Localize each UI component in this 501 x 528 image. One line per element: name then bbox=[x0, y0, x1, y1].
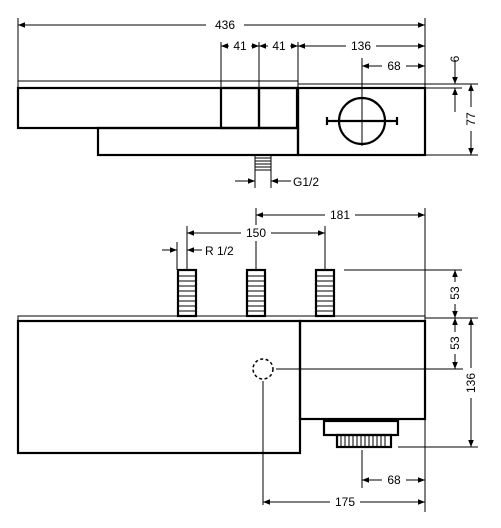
front-right-housing bbox=[298, 319, 427, 421]
top-view: 436 41 41 136 68 bbox=[16, 17, 479, 189]
dim-span-181: 181 bbox=[330, 208, 350, 222]
dim-total-width: 436 bbox=[215, 18, 235, 32]
front-view: 181 150 R 1/2 bbox=[16, 207, 479, 512]
knob-left bbox=[219, 86, 261, 130]
inlet-pipe-right bbox=[314, 268, 336, 318]
dim-total-height: 136 bbox=[464, 373, 478, 393]
dim-pipe-height: 53 bbox=[448, 286, 462, 300]
dim-knob-right: 41 bbox=[272, 39, 286, 53]
knob-right bbox=[257, 86, 299, 130]
hidden-outlet-circle bbox=[252, 358, 274, 380]
dim-knob-left: 41 bbox=[233, 39, 247, 53]
right-housing bbox=[296, 86, 427, 157]
dim-span-150: 150 bbox=[246, 226, 266, 240]
body-upper bbox=[16, 86, 300, 130]
inlet-pipe-center bbox=[245, 268, 267, 318]
dim-upper-height: 53 bbox=[448, 336, 462, 350]
bottom-connector bbox=[254, 154, 272, 188]
bottom-knob bbox=[322, 419, 400, 449]
dim-thread-label: G1/2 bbox=[293, 175, 319, 189]
dim-bottom-offset: 68 bbox=[387, 473, 401, 487]
dim-top-strip: 6 bbox=[448, 55, 462, 62]
dim-thread-label: R 1/2 bbox=[205, 244, 234, 258]
inlet-pipe-left bbox=[176, 268, 198, 318]
dim-right-section: 136 bbox=[351, 39, 371, 53]
dim-circle-to-right: 175 bbox=[335, 495, 355, 509]
dim-height: 77 bbox=[464, 112, 478, 126]
body-lower bbox=[96, 126, 300, 157]
dim-handle-offset: 68 bbox=[387, 59, 401, 73]
front-body bbox=[16, 319, 302, 455]
